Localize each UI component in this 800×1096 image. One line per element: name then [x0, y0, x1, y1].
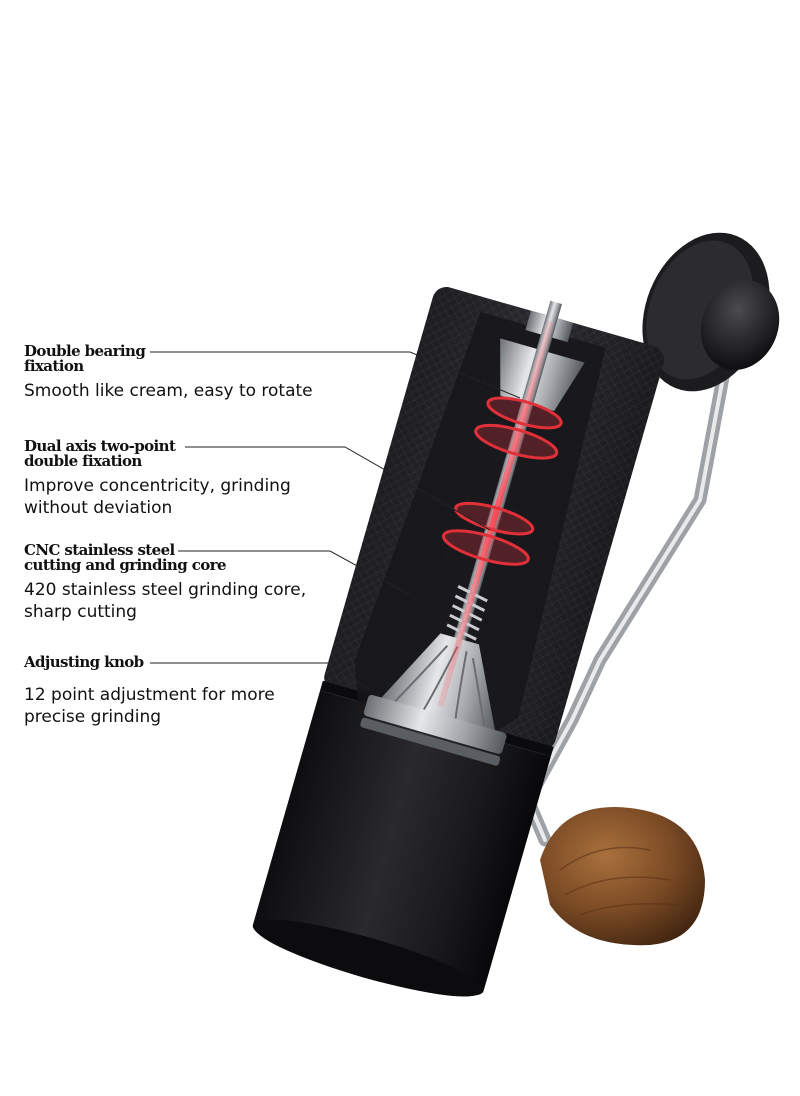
feature-double-bearing: Double bearing fixation Smooth like crea… [24, 344, 313, 402]
wooden-knob [540, 807, 705, 946]
feature-title-line: double fixation [24, 452, 142, 470]
feature-description: Smooth like cream, easy to rotate [24, 380, 313, 402]
feature-desc-line: sharp cutting [24, 602, 137, 622]
feature-title-line: Adjusting knob [24, 653, 144, 671]
feature-description: Improve concentricity, grinding without … [24, 475, 291, 519]
feature-title: Dual axis two-point double fixation [24, 439, 291, 469]
feature-desc-line: Smooth like cream, easy to rotate [24, 381, 313, 401]
feature-title-line: fixation [24, 357, 84, 375]
feature-title-line: cutting and grinding core [24, 556, 227, 574]
leader-lines [150, 351, 521, 691]
feature-dual-axis: Dual axis two-point double fixation Impr… [24, 439, 291, 519]
feature-desc-line: 12 point adjustment for more [24, 685, 275, 705]
feature-desc-line: without deviation [24, 498, 173, 518]
feature-title: CNC stainless steel cutting and grinding… [24, 543, 306, 573]
feature-cnc-core: CNC stainless steel cutting and grinding… [24, 543, 306, 623]
feature-desc-line: Improve concentricity, grinding [24, 476, 291, 496]
feature-title-line: CNC stainless steel [24, 541, 175, 559]
feature-title-line: Double bearing [24, 342, 146, 360]
feature-description: 420 stainless steel grinding core, sharp… [24, 579, 306, 623]
feature-desc-line: 420 stainless steel grinding core, [24, 580, 307, 600]
bearing-highlight-rings [441, 396, 563, 566]
feature-title-line: Dual axis two-point [24, 437, 176, 455]
crank-cap [642, 232, 780, 392]
grinder-body [252, 287, 665, 997]
feature-adjusting-knob: Adjusting knob 12 point adjustment for m… [24, 655, 275, 728]
feature-title: Adjusting knob [24, 655, 275, 670]
feature-description: 12 point adjustment for more precise gri… [24, 684, 275, 728]
feature-title: Double bearing fixation [24, 344, 313, 374]
feature-desc-line: precise grinding [24, 707, 162, 727]
